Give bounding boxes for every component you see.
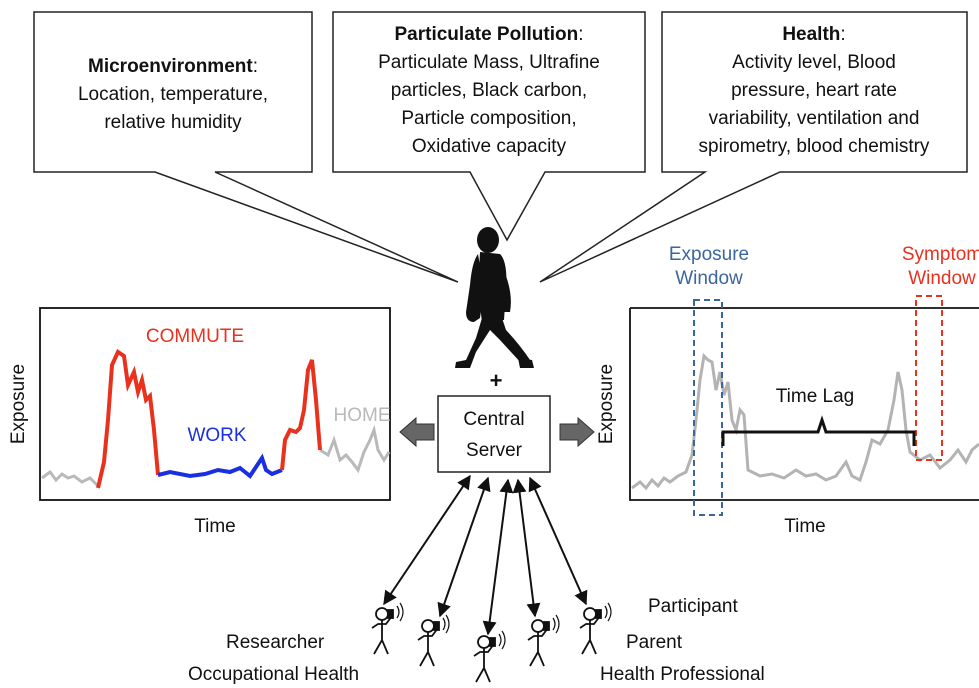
left-commute-signal-1 (96, 349, 160, 489)
particulate-line-2: particles, Black carbon, (391, 80, 587, 101)
right-exposure-signal (631, 352, 979, 491)
central-server-box[interactable] (437, 395, 551, 473)
microenvironment-line-1: Location, temperature, (78, 84, 268, 105)
plus-sign: + (490, 368, 503, 393)
callout-microenvironment: Microenvironment: Location, temperature,… (33, 11, 459, 283)
user-label-parent: Parent (626, 632, 683, 653)
symptom-window-label-1: Symptom (902, 244, 979, 265)
link-participant (482, 478, 514, 636)
particulate-title: Particulate Pollution (395, 24, 579, 45)
stick-figure-3-icon (473, 630, 506, 683)
health-line-2: pressure, heart rate (731, 80, 897, 101)
particulate-line-1: Particulate Mass, Ultrafine (378, 52, 600, 73)
arrow-to-left-plot-icon (399, 416, 435, 448)
server-user-links (383, 474, 588, 636)
left-plot-x-label: Time (194, 516, 236, 537)
time-lag-label: Time Lag (776, 386, 855, 407)
central-server-label-1: Central (463, 409, 524, 430)
user-label-researcher: Researcher (226, 632, 325, 653)
commute-label: COMMUTE (146, 326, 244, 347)
particulate-line-3: Particle composition, (401, 108, 576, 129)
particulate-line-4: Oxidative capacity (412, 136, 567, 157)
walking-person-icon (455, 227, 534, 368)
exposure-window-label-2: Window (675, 268, 743, 289)
user-label-occupational-health: Occupational Health (188, 664, 359, 685)
left-work-signal (157, 453, 283, 479)
stick-figure-4-icon (527, 614, 560, 667)
arrow-to-right-plot-icon (559, 416, 595, 448)
exposure-window-box (693, 299, 723, 516)
work-label: WORK (187, 425, 246, 446)
user-label-health-professional: Health Professional (600, 664, 765, 685)
left-commute-signal-2 (280, 359, 322, 471)
health-line-3: variability, ventilation and (709, 108, 920, 129)
link-health-professional (528, 476, 588, 606)
stick-figure-1-icon (371, 602, 404, 655)
right-plot-frame (629, 307, 979, 501)
left-exposure-plot: COMMUTE WORK HOME Time Exposure (8, 307, 391, 537)
link-occupational-health (437, 476, 491, 618)
exposure-window-label-1: Exposure (669, 244, 749, 265)
svg-text:Microenvironment:: Microenvironment: (88, 56, 258, 77)
user-label-participant: Participant (648, 596, 738, 617)
left-plot-y-label: Exposure (8, 364, 29, 444)
left-plot-frame (39, 307, 391, 501)
health-title: Health (782, 24, 840, 45)
right-plot-x-label: Time (784, 516, 826, 537)
central-server-label-2: Server (466, 440, 523, 461)
microenvironment-title: Microenvironment (88, 56, 253, 77)
home-label: HOME (334, 405, 391, 426)
right-exposure-plot: Exposure Window Symptom Window Time Lag … (596, 244, 979, 537)
svg-text:Particulate Pollution:: Particulate Pollution: (395, 24, 584, 45)
health-line-4: spirometry, blood chemistry (699, 136, 930, 157)
callout-particulate-pollution: Particulate Pollution: Particulate Mass,… (332, 11, 646, 242)
svg-text:Health:: Health: (782, 24, 845, 45)
stick-figure-5-icon (579, 602, 612, 655)
callout-health: Health: Activity level, Blood pressure, … (539, 11, 968, 283)
right-plot-y-label: Exposure (596, 364, 617, 444)
stick-figure-2-icon (417, 614, 450, 667)
symptom-window-label-2: Window (908, 268, 976, 289)
symptom-window-box (915, 295, 943, 461)
link-parent (512, 478, 541, 618)
health-line-1: Activity level, Blood (732, 52, 896, 73)
microenvironment-line-2: relative humidity (104, 112, 242, 133)
link-researcher (383, 474, 471, 606)
left-baseline-signal (41, 469, 100, 488)
time-lag-bracket-icon (721, 415, 916, 446)
left-home-signal (319, 424, 391, 474)
central-server[interactable]: Central Server (437, 395, 551, 473)
